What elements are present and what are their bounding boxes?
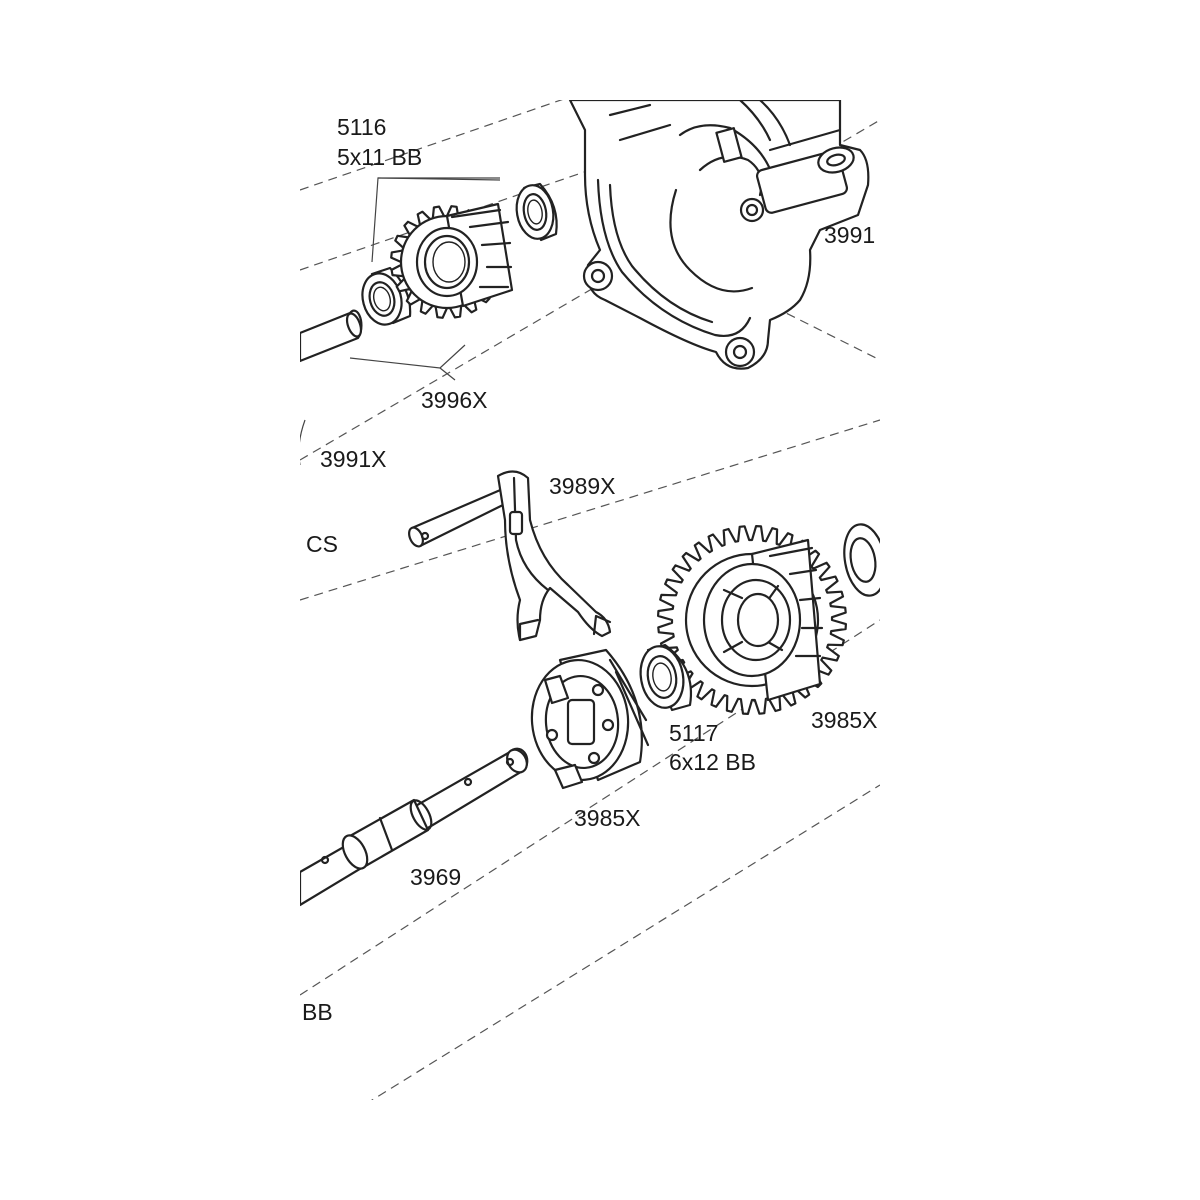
idler-shaft (298, 309, 363, 363)
idler-gear-part-label: 3996X (421, 387, 488, 413)
bearing-6x12 (639, 643, 692, 712)
bearing-5x11-left (361, 266, 412, 326)
bearing-cropped-right (843, 523, 887, 597)
dog-hub-part-label: 3985X (574, 805, 641, 831)
shift-fork (408, 470, 612, 642)
sleeve-part-label: 3969 (410, 864, 461, 890)
housing-part-label-cropped: 3991 (824, 222, 875, 248)
output-gear-part-label-cropped: 3985X (811, 707, 878, 733)
bearing-6x12-part-label: 5117 (669, 720, 718, 746)
idler-gear (390, 202, 514, 319)
part-labels: 5116 5x11 BB 3991 3996X 3991X 3989X CS 3… (302, 114, 878, 1025)
dog-clutch-hub (530, 648, 650, 790)
shift-fork-part-label: 3989X (549, 473, 616, 499)
bearing-5x11-part-label: 5116 (337, 114, 386, 140)
bearing-5x11-spec-label: 5x11 BB (337, 144, 422, 170)
bearing-6x12-spec-label: 6x12 BB (669, 749, 756, 775)
output-gear (657, 525, 847, 715)
housing-part-label: 3991X (320, 446, 387, 472)
transmission-housing (568, 98, 870, 370)
output-shaft (298, 747, 529, 907)
cropped-bb-label: BB (302, 999, 333, 1025)
cropped-cs-label: CS (306, 531, 338, 557)
bearing-5x11-right (515, 182, 558, 242)
